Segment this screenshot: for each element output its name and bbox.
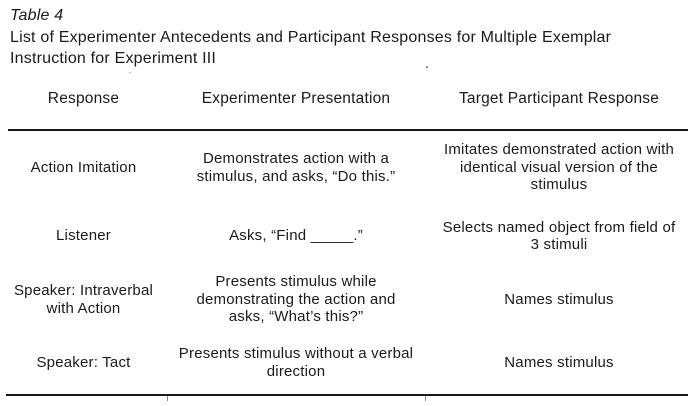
column-boundary-tick <box>425 396 426 401</box>
cell-presentation: Asks, “Find _____.” <box>229 227 363 245</box>
column-header-experimenter-presentation: Experimenter Presentation <box>201 90 391 107</box>
cell-presentation: Demonstrates action with a stimulus, and… <box>196 150 396 185</box>
cell-presentation: Presents stimulus without a verbal direc… <box>178 345 414 380</box>
cell-response: Listener <box>56 227 111 245</box>
cell-response: Speaker: Intraverbal with Action <box>13 282 154 317</box>
table-row: Action Imitation Demonstrates action wit… <box>0 131 693 218</box>
cell-target: Names stimulus <box>504 353 614 371</box>
table-bottom-rule <box>6 394 688 396</box>
column-header-target-participant-response: Target Participant Response <box>458 90 660 107</box>
table-caption: Table 4 List of Experimenter Antecedents… <box>10 5 687 69</box>
table-body: Action Imitation Demonstrates action wit… <box>0 131 693 394</box>
cell-target: Names stimulus <box>504 290 614 308</box>
table-row: Speaker: Intraverbal with Action Present… <box>0 268 693 345</box>
scan-artifact-dot <box>129 72 131 73</box>
table-row: Speaker: Tact Presents stimulus without … <box>0 345 693 394</box>
table-row: Listener Asks, “Find _____.” Selects nam… <box>0 218 693 268</box>
scan-artifact-dot <box>426 66 428 68</box>
table-header-row: Response Experimenter Presentation Targe… <box>0 90 693 107</box>
cell-response: Action Imitation <box>30 158 137 176</box>
column-boundary-tick <box>167 396 168 401</box>
column-header-response: Response <box>47 90 120 107</box>
cell-target: Imitates demonstrated action with identi… <box>443 141 675 194</box>
table-top-rule <box>8 129 688 131</box>
table-number-label: Table 4 <box>10 7 64 24</box>
cell-presentation: Presents stimulus while demonstrating th… <box>196 273 396 326</box>
cell-response: Speaker: Tact <box>36 353 131 371</box>
cell-target: Selects named object from field of 3 sti… <box>442 218 676 254</box>
table-title: List of Experimenter Antecedents and Par… <box>10 29 612 67</box>
